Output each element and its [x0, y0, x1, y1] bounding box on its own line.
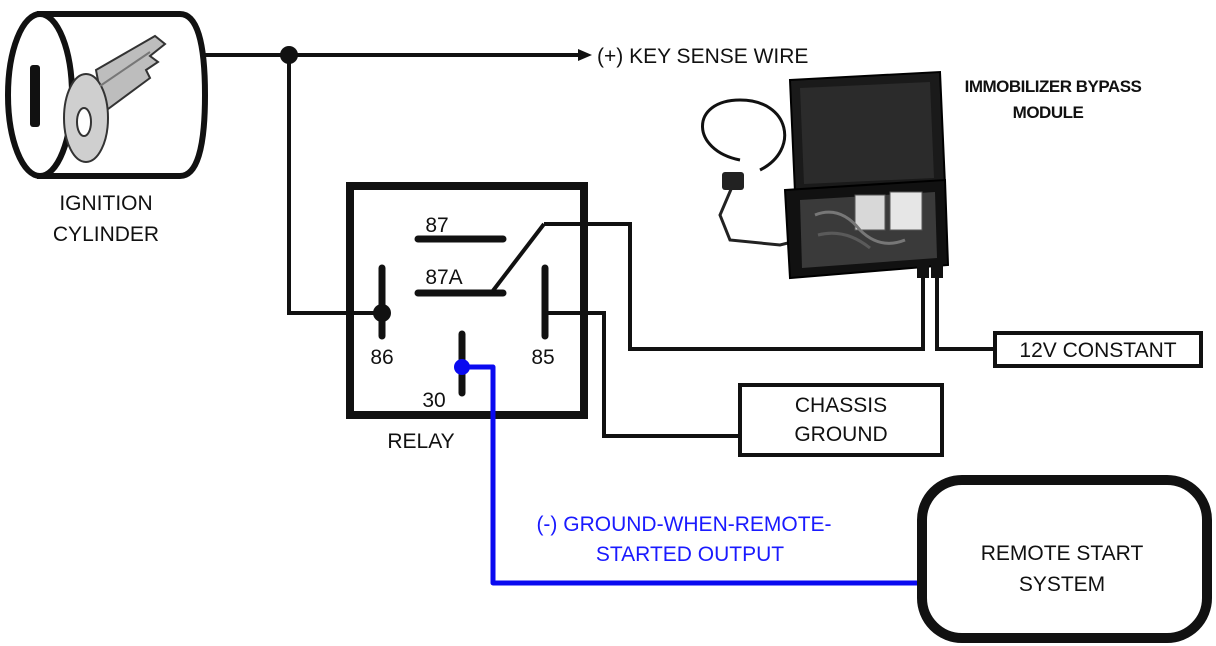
immobilizer-label-line2: MODULE [1013, 103, 1084, 122]
relay-label: RELAY [387, 430, 454, 453]
key-icon [63, 34, 167, 163]
key-sense-arrow-icon [578, 49, 592, 61]
relay-pin-30-label: 30 [422, 389, 445, 412]
ground-output-label-line2: STARTED OUTPUT [596, 543, 784, 566]
relay-pin-87a-label: 87A [425, 266, 462, 289]
key-sense-label: (+) KEY SENSE WIRE [597, 45, 808, 68]
ignition-cylinder-icon [5, 11, 209, 179]
relay-switch-arm [490, 222, 546, 294]
12v-constant-label: 12V CONSTANT [1019, 339, 1176, 362]
remote-start-label-line2: SYSTEM [1019, 573, 1105, 596]
immobilizer-module-icon [701, 70, 950, 280]
relay-box [346, 182, 588, 419]
ignition-label-line2: CYLINDER [53, 223, 159, 246]
wire-12v-constant [935, 274, 995, 351]
relay-86-junction [373, 304, 391, 322]
chassis-ground-box [738, 383, 944, 457]
remote-start-label-line1: REMOTE START [981, 542, 1144, 565]
chassis-ground-label-line2: GROUND [794, 423, 887, 446]
relay-pin-85-label: 85 [531, 346, 554, 369]
relay-30-junction [454, 359, 470, 375]
wire-85-to-chassis-ground [545, 311, 740, 438]
relay-pin-87-label: 87 [425, 214, 448, 237]
wire-87-to-immobilizer [544, 222, 925, 351]
ground-output-wire [462, 364, 922, 586]
remote-start-box [917, 475, 1212, 643]
ground-output-label-line1: (-) GROUND-WHEN-REMOTE- [536, 513, 831, 536]
chassis-ground-label-line1: CHASSIS [795, 394, 887, 417]
12v-constant-box [993, 331, 1203, 368]
ignition-label-line1: IGNITION [59, 192, 152, 215]
relay-pin-86-label: 86 [370, 346, 393, 369]
immobilizer-label-line1: IMMOBILIZER BYPASS [965, 77, 1142, 96]
